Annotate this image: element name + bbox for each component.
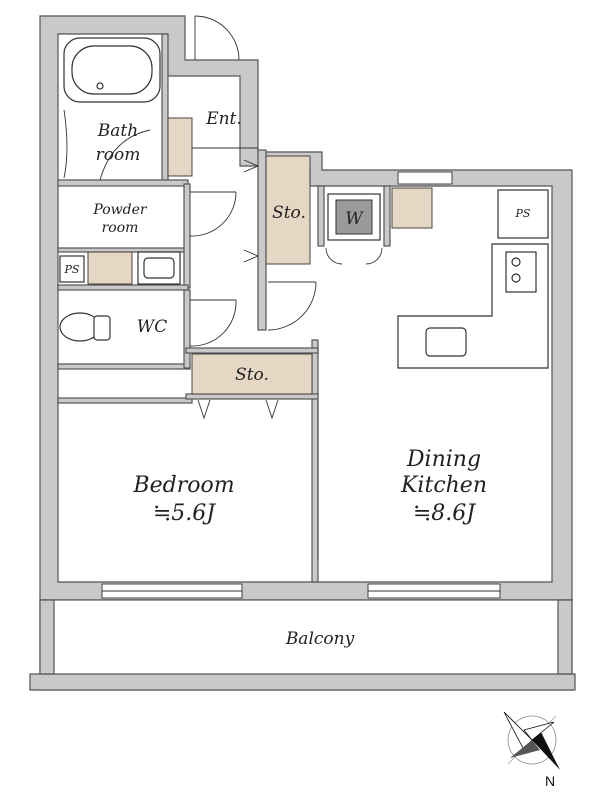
powder-label: Powder: [92, 202, 148, 218]
balcony-side-wall: [39, 599, 573, 675]
bath-door-swing: [63, 109, 68, 179]
balcony-railing: [29, 673, 576, 691]
storage-shoe: [167, 117, 193, 177]
north-label: N: [545, 773, 555, 789]
ps-box-right: [497, 189, 549, 239]
ps-right-label: PS: [515, 207, 531, 220]
washer-icon: [327, 193, 381, 241]
sink-icon: [425, 327, 467, 357]
bath-label-2: room: [96, 145, 141, 165]
toilet-icon: [59, 312, 111, 342]
balcony-label: Balcony: [285, 629, 355, 649]
kitchen-counter: [397, 243, 549, 369]
ps-box-left: [59, 255, 85, 283]
wc-label: WC: [137, 317, 167, 337]
interior-walls: [57, 33, 391, 583]
storage-upper-label: Sto.: [272, 203, 306, 223]
storage-kitchen: [391, 187, 433, 229]
bedroom-size: ≒5.6J: [153, 501, 216, 526]
storage-powder: [87, 251, 133, 285]
compass-icon: N: [503, 711, 560, 789]
entrance-label: Ent.: [205, 109, 242, 129]
doors: [189, 15, 383, 560]
powder-label-2: room: [102, 220, 139, 236]
ps-left-label: PS: [64, 263, 80, 276]
bathtub-icon: [63, 37, 161, 103]
kitchen-label: Kitchen: [400, 473, 487, 498]
washer-label: W: [345, 209, 364, 229]
storage-upper: [265, 155, 311, 265]
bath-label: Bath: [97, 121, 138, 141]
washbasin-icon: [137, 251, 181, 285]
storage-lower-label: Sto.: [235, 365, 269, 385]
bedroom-label: Bedroom: [132, 473, 234, 498]
storage-lower: [191, 353, 313, 395]
window-kitchen-top: [397, 171, 453, 185]
dining-label: Dining: [406, 447, 481, 472]
dining-size: ≒8.6J: [413, 501, 476, 526]
